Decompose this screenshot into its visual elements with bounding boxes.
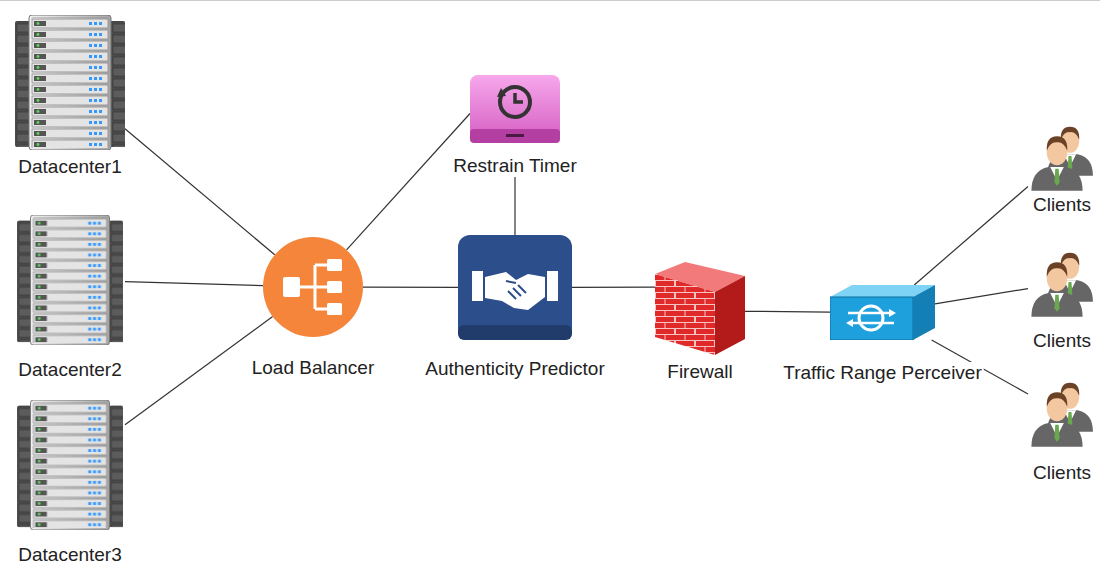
client-node: Clients (1028, 122, 1096, 192)
datacenter-node: Datacenter3 (15, 400, 125, 530)
datacenter-node: Datacenter2 (15, 215, 125, 345)
connector-line (125, 282, 263, 286)
icon-graphic (15, 15, 125, 150)
node-label: Clients (1031, 194, 1093, 216)
connector-line (514, 177, 515, 235)
node-label: Authenticity Predictor (423, 358, 607, 380)
firewall-node: Firewall (655, 262, 745, 355)
connector-line (363, 287, 458, 288)
node-icon (470, 75, 560, 145)
node-icon (15, 15, 125, 150)
timer-node: Restrain Timer (470, 75, 560, 145)
node-label: Clients (1031, 330, 1093, 352)
connector-line (745, 311, 830, 313)
node-label: Datacenter1 (16, 156, 124, 178)
datacenter-node: Datacenter1 (15, 15, 125, 150)
connector-line (125, 129, 275, 255)
switch-node: Traffic Range Perceiver (830, 285, 935, 340)
node-label: Datacenter2 (16, 359, 124, 381)
node-icon (1028, 248, 1096, 318)
client-node: Clients (1028, 248, 1096, 318)
node-label: Clients (1031, 462, 1093, 484)
node-label: Traffic Range Perceiver (781, 362, 984, 384)
icon-graphic (1031, 253, 1093, 317)
load-balancer-node: Load Balancer (263, 237, 363, 337)
node-label: Load Balancer (250, 357, 377, 379)
icon-graphic (17, 400, 123, 530)
icon-graphic (830, 285, 935, 340)
icon-graphic (458, 235, 572, 340)
node-label: Firewall (665, 361, 734, 383)
icon-graphic (470, 75, 560, 143)
connector-line (914, 186, 1028, 285)
node-label: Restrain Timer (451, 155, 579, 177)
node-icon (458, 235, 572, 340)
icon-graphic (17, 215, 123, 345)
icon-graphic (1031, 127, 1093, 191)
icon-graphic (263, 237, 363, 337)
connector-line (347, 114, 470, 250)
icon-graphic (655, 262, 745, 355)
icon-graphic (1031, 383, 1093, 447)
node-icon (15, 215, 125, 345)
node-icon (263, 237, 363, 337)
connector-line (572, 287, 655, 288)
top-rule-line (0, 0, 1100, 1)
connector-line (935, 289, 1028, 304)
connector-line (125, 317, 273, 425)
node-icon (1028, 378, 1096, 448)
node-icon (830, 285, 935, 340)
node-icon (15, 400, 125, 530)
predictor-node: Authenticity Predictor (458, 235, 572, 340)
node-label: Datacenter3 (16, 544, 124, 566)
node-icon (655, 262, 745, 355)
client-node: Clients (1028, 378, 1096, 448)
node-icon (1028, 122, 1096, 192)
